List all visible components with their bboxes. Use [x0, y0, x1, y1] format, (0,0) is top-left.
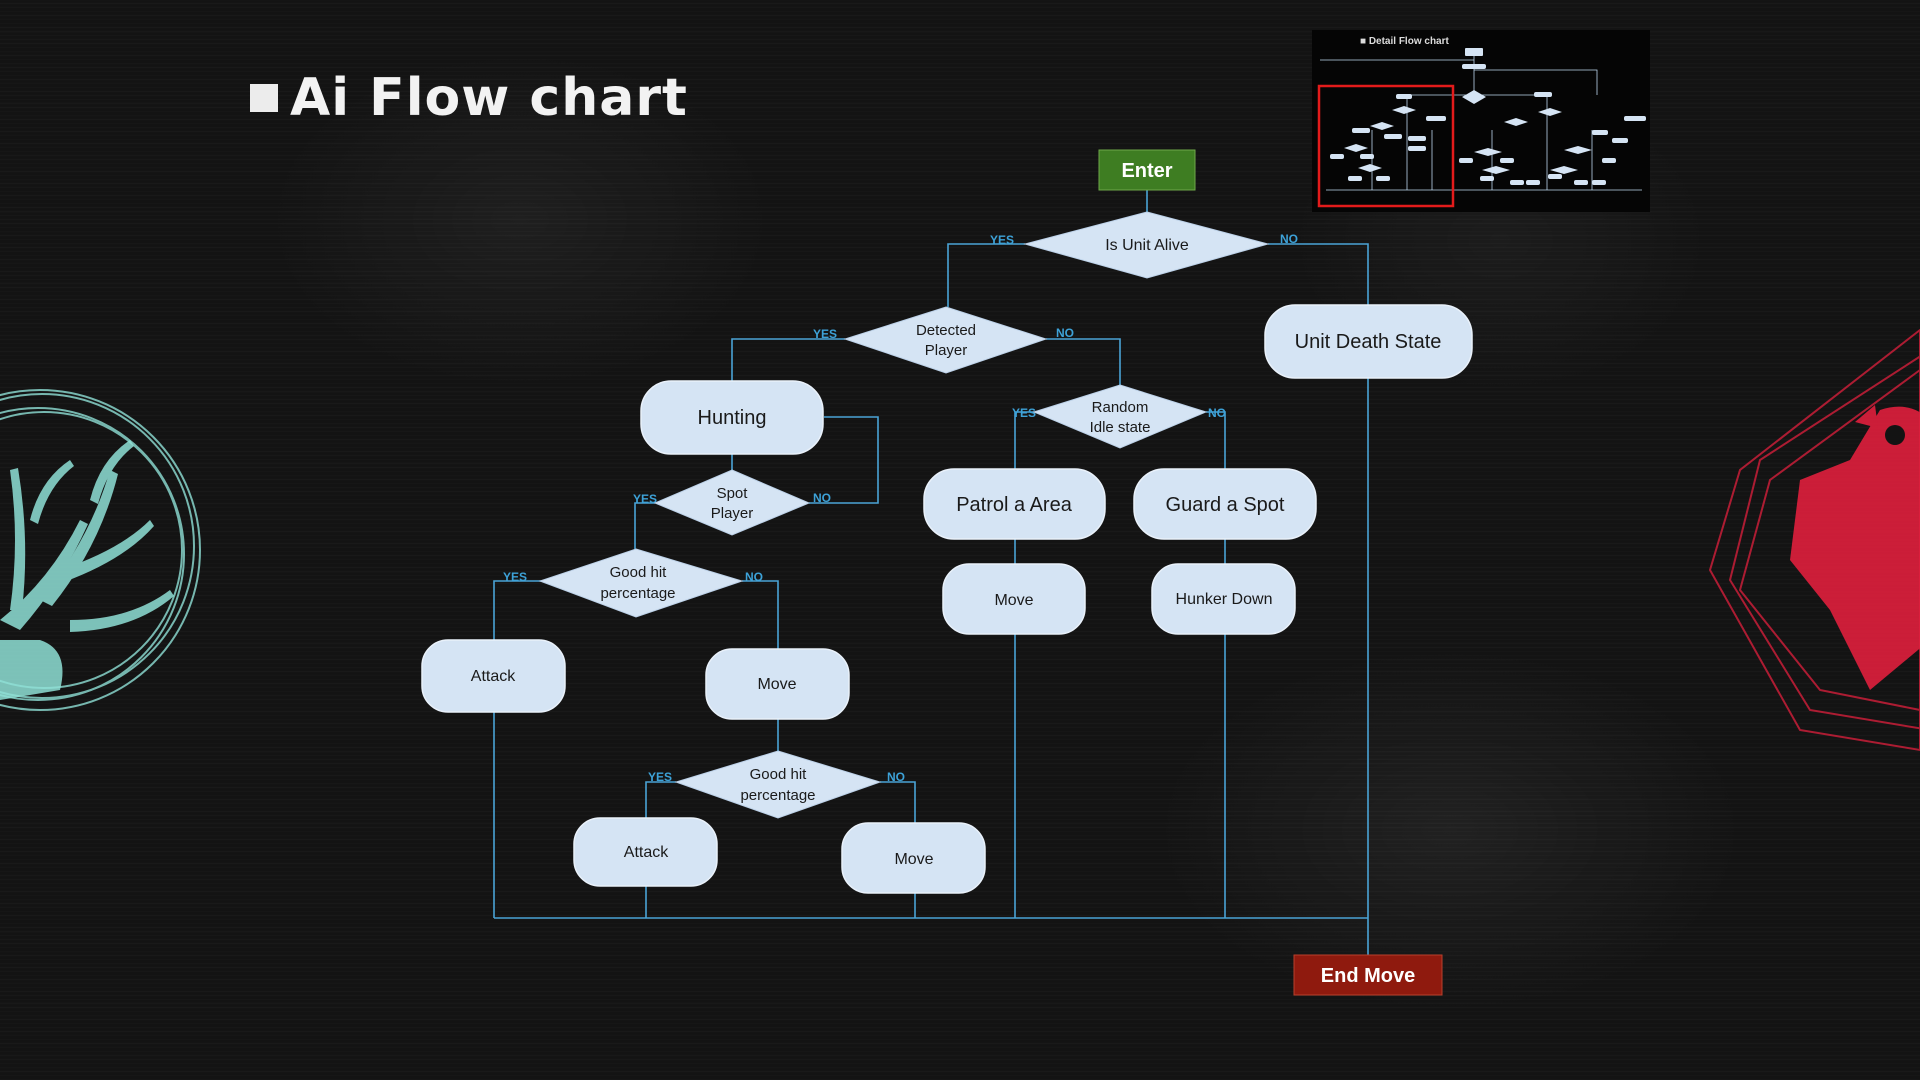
decision-spot-player: Spot Player: [653, 469, 811, 536]
detail-flowchart-minimap: ■ Detail Flow chart: [1312, 30, 1650, 212]
process-hunting: Hunting: [640, 380, 824, 455]
title-square-icon: [250, 84, 278, 112]
edge-label-yes: YES: [813, 327, 837, 341]
process-guard-spot: Guard a Spot: [1133, 468, 1317, 540]
process-label: Attack: [624, 844, 669, 861]
process-label: Patrol a Area: [956, 494, 1073, 516]
edge-label-yes: YES: [648, 770, 672, 784]
process-label: Guard a Spot: [1166, 494, 1285, 516]
edge-label-no: NO: [813, 491, 831, 505]
decision-good-hit-1: Good hit percentage: [538, 548, 744, 618]
process-label: Hunker Down: [1176, 591, 1273, 608]
end-move-label: End Move: [1321, 965, 1415, 987]
process-label: Hunting: [698, 407, 767, 429]
process-unit-death-state: Unit Death State: [1264, 304, 1473, 379]
page-title-text: Ai Flow chart: [290, 68, 688, 128]
edge-label-no: NO: [1208, 406, 1226, 420]
eagle-emblem-icon: [1708, 328, 1920, 752]
process-label: Move: [757, 676, 796, 693]
process-label: Move: [894, 851, 933, 868]
decision-label: Is Unit Alive: [1105, 237, 1189, 254]
process-label: Attack: [471, 668, 516, 685]
edge-label-yes: YES: [990, 233, 1014, 247]
decision-label-line2: Player: [925, 342, 968, 359]
tree-emblem-icon: [0, 389, 201, 711]
edge-label-no: NO: [1280, 232, 1298, 246]
process-attack-2: Attack: [573, 817, 718, 887]
process-hunker-down: Hunker Down: [1151, 563, 1296, 635]
decision-label-line1: Random: [1092, 399, 1149, 416]
enter-label: Enter: [1121, 160, 1172, 182]
decision-good-hit-2: Good hit percentage: [674, 750, 882, 819]
decision-label-line1: Spot: [717, 485, 749, 502]
decision-label-line2: Player: [711, 505, 754, 522]
edge-label-no: NO: [1056, 326, 1074, 340]
process-move-1: Move: [705, 648, 850, 720]
process-patrol-area: Patrol a Area: [923, 468, 1106, 540]
flowchart-connectors: [493, 186, 1369, 955]
edge-label-no: NO: [887, 770, 905, 784]
decision-label-line2: percentage: [740, 787, 815, 804]
minimap-preview: [1317, 48, 1646, 208]
decision-label-line1: Good hit: [610, 564, 668, 581]
end-move-node: End Move: [1293, 954, 1443, 996]
decision-label-line1: Detected: [916, 322, 976, 339]
minimap-highlight-box: [1317, 84, 1455, 208]
edge-label-yes: YES: [1012, 406, 1036, 420]
edge-label-yes: YES: [633, 492, 657, 506]
enter-node: Enter: [1098, 149, 1196, 191]
process-attack-1: Attack: [421, 639, 566, 713]
decision-label-line2: percentage: [600, 585, 675, 602]
page-title: Ai Flow chart: [250, 68, 688, 128]
decision-label-line1: Good hit: [750, 766, 808, 783]
decision-is-unit-alive: Is Unit Alive: [1023, 211, 1270, 279]
process-label: Move: [994, 592, 1033, 609]
minimap-title: ■ Detail Flow chart: [1360, 36, 1449, 47]
decision-detected-player: Detected Player: [843, 306, 1048, 374]
process-label: Unit Death State: [1295, 331, 1442, 353]
edge-label-yes: YES: [503, 570, 527, 584]
process-move-patrol: Move: [942, 563, 1086, 635]
edge-labels: YES NO YES NO YES NO YES NO YES NO YES N…: [503, 232, 1298, 784]
decision-random-idle: Random Idle state: [1032, 384, 1208, 449]
edge-label-no: NO: [745, 570, 763, 584]
process-move-2: Move: [841, 822, 986, 894]
decision-label-line2: Idle state: [1090, 419, 1151, 436]
